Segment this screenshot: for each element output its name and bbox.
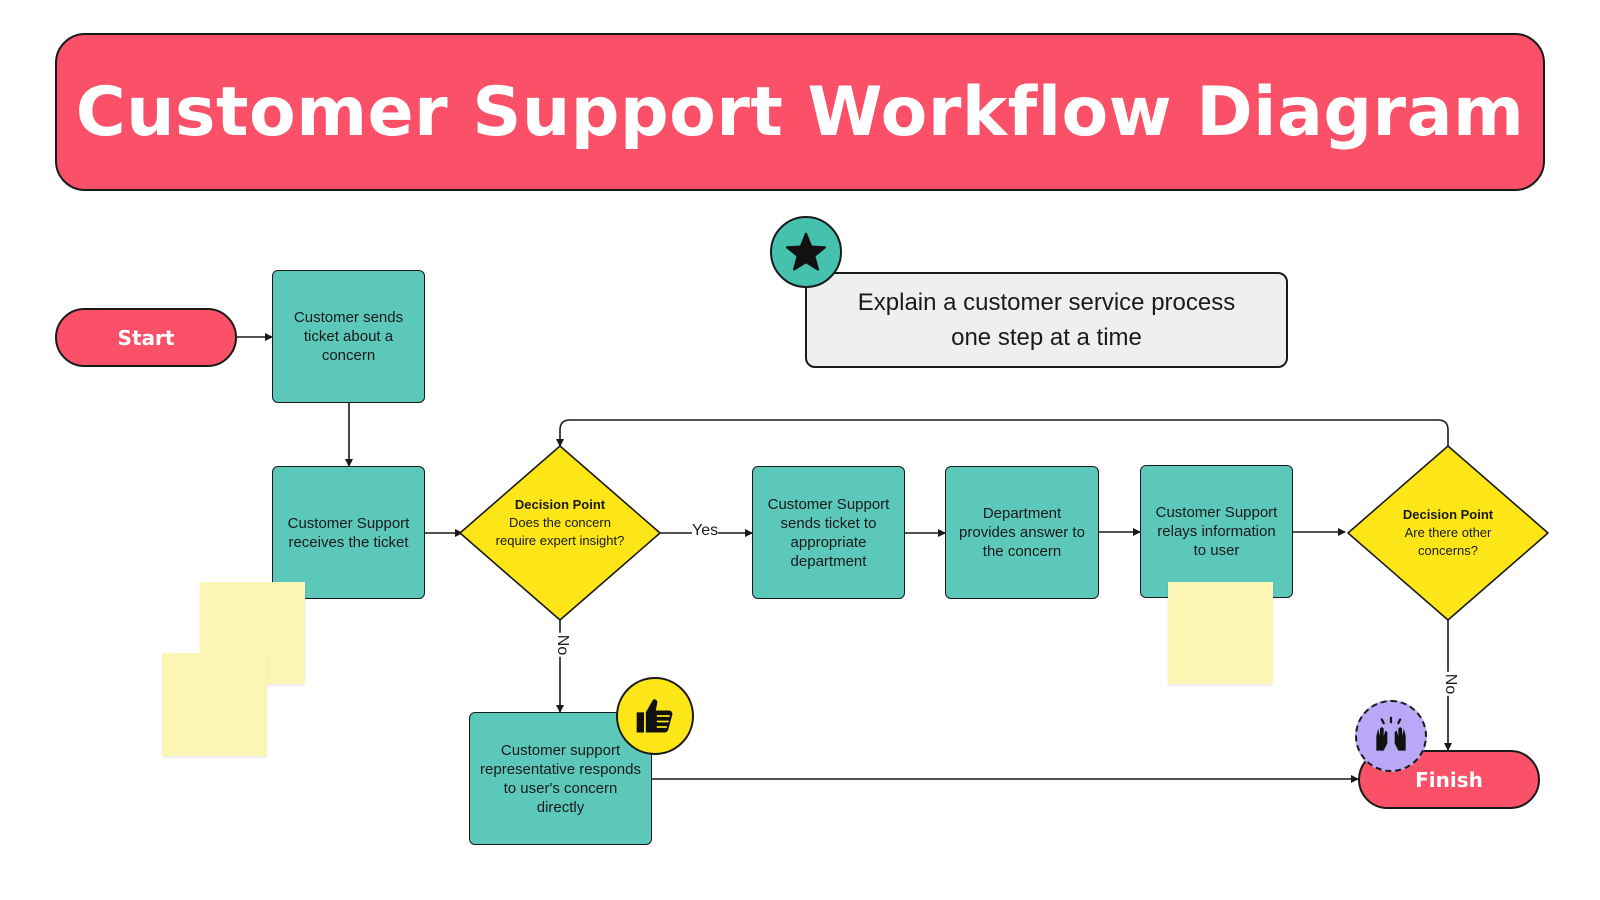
process-receives-ticket: Customer Support receives the ticket [272,466,425,599]
thumbs-up-badge [616,677,694,755]
edge-label-no-left: No [553,632,572,658]
finish-label: Finish [1415,767,1483,792]
star-icon [786,232,826,271]
star-badge [770,216,842,288]
process-sends-ticket: Customer sends ticket about a concern [272,270,425,403]
decision-1-text: Decision Point Does the concern require … [493,496,627,550]
decision-2-text: Decision Point Are there other concerns? [1381,506,1515,560]
celebrate-badge [1355,700,1427,772]
process-department-answer: Department provides answer to the concer… [945,466,1099,599]
edge-label-yes: Yes [692,522,719,540]
start-node: Start [55,308,237,367]
raised-hands-icon [1376,716,1406,751]
decision-2-question: Are there other concerns? [1404,525,1492,558]
process-responds-directly-text: Customer support representative responds… [480,741,641,816]
decision-1-heading: Decision Point [514,497,606,512]
process-sends-to-department-text: Customer Support sends ticket to appropr… [767,495,890,570]
decision-diamond-2 [1347,445,1549,621]
decision-diamond-1 [459,445,661,621]
callout-line-2: one step at a time [951,324,1142,351]
process-receives-ticket-text: Customer Support receives the ticket [287,514,410,551]
process-relays-info: Customer Support relays information to u… [1140,465,1293,598]
decision-2-heading: Decision Point [1402,507,1494,522]
callout-line-1: Explain a customer service process [857,289,1236,316]
title-banner: Customer Support Workflow Diagram [55,33,1545,191]
process-sends-ticket-text: Customer sends ticket about a concern [293,309,404,364]
sticky-note-3 [1168,582,1273,684]
start-label: Start [117,325,175,350]
arrow-loop-back [556,419,1449,447]
page-title: Customer Support Workflow Diagram [75,72,1525,152]
process-sends-to-department: Customer Support sends ticket to appropr… [752,466,905,599]
decision-1-question: Does the concern require expert insight? [495,515,625,548]
process-department-answer-text: Department provides answer to the concer… [959,505,1085,560]
callout-box: Explain a customer service process one s… [805,272,1288,368]
process-relays-info-text: Customer Support relays information to u… [1155,504,1278,559]
edge-label-no-right: No [1441,671,1460,697]
thumbs-up-icon [636,699,673,733]
sticky-note-2 [162,653,267,756]
